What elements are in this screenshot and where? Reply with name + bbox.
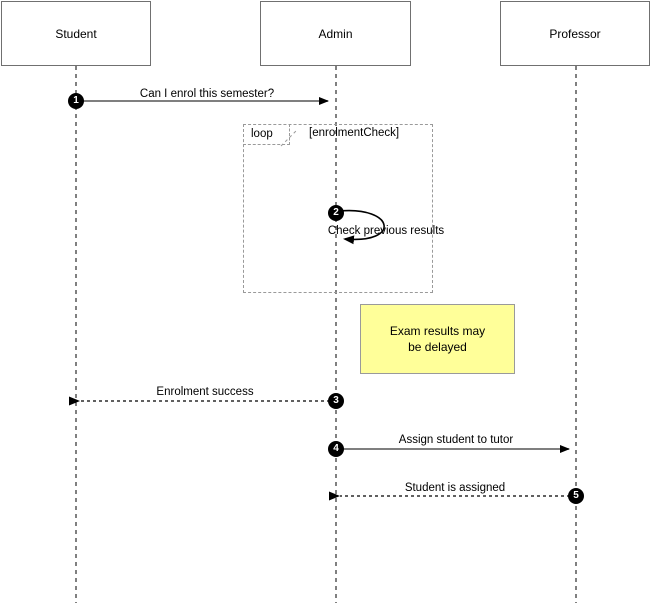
message-label-5: Student is assigned	[404, 482, 506, 494]
sequence-marker-2[interactable]: 2	[328, 205, 344, 221]
message-label-4: Assign student to tutor	[398, 434, 514, 446]
note-exam-results[interactable]: Exam results may be delayed	[360, 304, 515, 374]
sequence-marker-5[interactable]: 5	[568, 488, 584, 504]
lifeline-box-professor[interactable]: Professor	[500, 1, 650, 66]
sequence-marker-3[interactable]: 3	[328, 393, 344, 409]
message-label-3: Enrolment success	[156, 386, 254, 398]
lifeline-box-admin[interactable]: Admin	[260, 1, 411, 66]
sequence-marker-4[interactable]: 4	[328, 441, 344, 457]
fragment-guard-label: [enrolmentCheck]	[309, 127, 400, 139]
lifeline-lines	[75, 66, 577, 603]
message-label-2: Check previous results	[327, 225, 445, 237]
fragment-operator-tab: loop	[243, 124, 290, 145]
combined-fragment-loop[interactable]: loop	[243, 124, 433, 293]
note-text: Exam results may be delayed	[389, 324, 486, 354]
fragment-operator-label: loop	[251, 128, 273, 140]
lifeline-label-admin: Admin	[318, 26, 353, 41]
message-label-1: Can I enrol this semester?	[139, 88, 275, 100]
lifeline-box-student[interactable]: Student	[1, 1, 151, 66]
sequence-marker-1[interactable]: 1	[68, 93, 84, 109]
message-arrow-2-self[interactable]	[338, 209, 385, 245]
lifeline-label-professor: Professor	[549, 26, 601, 41]
lifeline-label-student: Student	[55, 26, 97, 41]
